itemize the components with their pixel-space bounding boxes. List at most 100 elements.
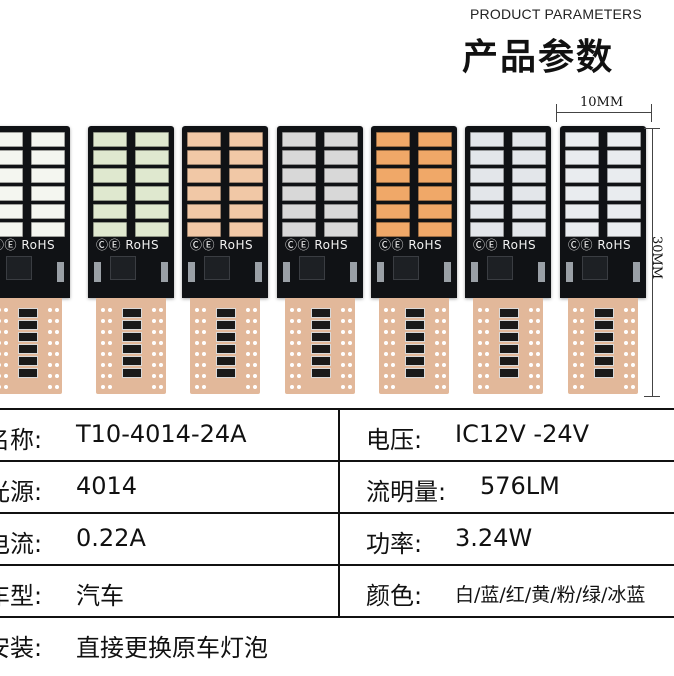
base-hole bbox=[159, 352, 163, 356]
base-hole bbox=[101, 308, 105, 312]
resistor bbox=[216, 320, 236, 330]
led-chip bbox=[0, 204, 23, 219]
base-hole bbox=[195, 330, 199, 334]
base-hole bbox=[631, 341, 635, 345]
base-hole bbox=[536, 319, 540, 323]
base-hole bbox=[573, 330, 577, 334]
base-hole bbox=[624, 352, 628, 356]
base-hole bbox=[195, 363, 199, 367]
base-hole bbox=[536, 363, 540, 367]
led-chip bbox=[512, 132, 546, 147]
base-hole bbox=[108, 319, 112, 323]
resistor bbox=[18, 344, 38, 354]
led-chip bbox=[229, 150, 263, 165]
contact-pad bbox=[255, 262, 262, 282]
base-hole bbox=[4, 341, 8, 345]
base-hole bbox=[297, 308, 301, 312]
led-chip bbox=[607, 168, 641, 183]
led-chip bbox=[31, 132, 65, 147]
contact-pad bbox=[377, 262, 384, 282]
driver-ic bbox=[204, 256, 230, 280]
driver-ic bbox=[299, 256, 325, 280]
contact-pad bbox=[94, 262, 101, 282]
base-hole bbox=[246, 308, 250, 312]
base-hole bbox=[536, 341, 540, 345]
base-hole bbox=[435, 330, 439, 334]
base-hole bbox=[202, 308, 206, 312]
led-chip bbox=[187, 168, 221, 183]
base-hole bbox=[478, 352, 482, 356]
base-hole bbox=[384, 319, 388, 323]
led-chip bbox=[282, 132, 316, 147]
rohs-mark: ⒸⒺ RoHS bbox=[379, 238, 443, 252]
base-hole bbox=[202, 374, 206, 378]
base-hole bbox=[478, 330, 482, 334]
base-hole bbox=[348, 352, 352, 356]
base-hole bbox=[290, 330, 294, 334]
led-chip bbox=[31, 186, 65, 201]
contact-pad bbox=[633, 262, 640, 282]
base-hole bbox=[580, 330, 584, 334]
led-chip bbox=[607, 222, 641, 237]
base-hole bbox=[435, 385, 439, 389]
base-hole bbox=[442, 352, 446, 356]
header-title-en: PRODUCT PARAMETERS bbox=[470, 6, 642, 22]
base-hole bbox=[573, 341, 577, 345]
base-hole bbox=[246, 352, 250, 356]
base-hole bbox=[195, 341, 199, 345]
base-hole bbox=[4, 363, 8, 367]
resistor bbox=[18, 332, 38, 342]
led-pcb: ⒸⒺ RoHS bbox=[0, 126, 70, 298]
spec-label: 电压: bbox=[366, 426, 423, 454]
led-chip bbox=[135, 204, 169, 219]
dimension-width-tick-left bbox=[556, 104, 557, 122]
base-hole bbox=[348, 374, 352, 378]
base-hole bbox=[290, 352, 294, 356]
base-hole bbox=[195, 319, 199, 323]
led-chip bbox=[0, 132, 23, 147]
base-hole bbox=[348, 341, 352, 345]
spec-label: 电流: bbox=[0, 530, 43, 558]
led-chip bbox=[187, 132, 221, 147]
resistor bbox=[594, 356, 614, 366]
led-chip bbox=[470, 132, 504, 147]
resistor bbox=[405, 356, 425, 366]
led-chip bbox=[93, 204, 127, 219]
base-hole bbox=[442, 385, 446, 389]
base-hole bbox=[631, 308, 635, 312]
base-hole bbox=[4, 352, 8, 356]
base-hole bbox=[631, 385, 635, 389]
resistor bbox=[405, 332, 425, 342]
led-chip bbox=[187, 222, 221, 237]
dimension-width-label: 10MM bbox=[580, 95, 624, 110]
base-hole bbox=[195, 308, 199, 312]
base-hole bbox=[290, 308, 294, 312]
resistor bbox=[405, 344, 425, 354]
led-chip bbox=[418, 150, 452, 165]
base-hole bbox=[580, 385, 584, 389]
dimension-height-label: 30MM bbox=[649, 236, 664, 280]
dimension-height-line bbox=[652, 128, 653, 396]
rohs-mark: ⒸⒺ RoHS bbox=[190, 238, 254, 252]
dimension-height-tick-top bbox=[644, 128, 660, 129]
base-hole bbox=[485, 363, 489, 367]
base-hole bbox=[159, 308, 163, 312]
base-hole bbox=[580, 374, 584, 378]
spec-value: 汽车 bbox=[76, 582, 124, 610]
base-hole bbox=[529, 374, 533, 378]
led-chip bbox=[418, 204, 452, 219]
driver-ic bbox=[582, 256, 608, 280]
led-chip bbox=[565, 132, 599, 147]
base-hole bbox=[55, 308, 59, 312]
led-chip bbox=[376, 132, 410, 147]
led-chip bbox=[418, 168, 452, 183]
base-hole bbox=[391, 385, 395, 389]
resistor bbox=[122, 368, 142, 378]
resistor bbox=[311, 356, 331, 366]
base-hole bbox=[108, 385, 112, 389]
base-hole bbox=[391, 374, 395, 378]
rohs-mark: ⒸⒺ RoHS bbox=[96, 238, 160, 252]
led-bulb-blue-lens: ⒸⒺ RoHS bbox=[465, 126, 551, 394]
base-hole bbox=[529, 385, 533, 389]
base-hole bbox=[253, 363, 257, 367]
